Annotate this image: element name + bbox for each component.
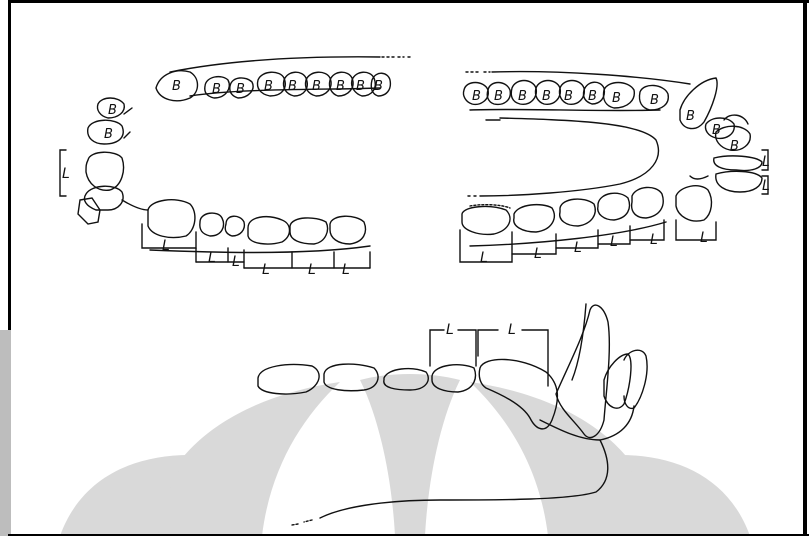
lingual-label: L <box>650 232 658 248</box>
buccal-label: B <box>612 91 621 106</box>
lingual-label: L <box>342 262 350 278</box>
buccal-label: B <box>172 79 181 94</box>
molar-1 <box>148 200 195 238</box>
buccal-label: B <box>650 93 659 108</box>
lingual-label: L <box>262 262 270 278</box>
lingual-label: L <box>534 246 542 262</box>
buccal-label: B <box>108 103 117 118</box>
buccal-label: B <box>356 79 365 94</box>
buccal-label: B <box>472 89 481 104</box>
lingual-label: L <box>446 322 454 338</box>
lingual-label: L <box>308 262 316 278</box>
buccal-label: B <box>730 139 739 154</box>
buccal-label: B <box>288 79 297 94</box>
lingual-label: L <box>574 240 582 256</box>
buccal-label: B <box>712 123 721 138</box>
buccal-label: B <box>312 79 321 94</box>
lingual-label: L <box>208 250 216 266</box>
buccal-label: B <box>264 79 273 94</box>
buccal-label: B <box>212 82 221 97</box>
lingual-label: L <box>762 178 770 194</box>
buccal-label: B <box>542 89 551 104</box>
frame-border-right <box>803 0 807 536</box>
buccal-label: B <box>236 82 245 97</box>
frame-border-top <box>8 0 809 3</box>
lingual-labels-left: L L L L L L L <box>62 166 350 278</box>
buccal-label: B <box>336 79 345 94</box>
lingual-label: L <box>62 166 70 182</box>
buccal-label: B <box>564 89 573 104</box>
buccal-label: B <box>686 109 695 124</box>
lingual-label: L <box>232 254 240 270</box>
buccal-label: B <box>588 89 597 104</box>
lingual-label: L <box>480 250 488 266</box>
buccal-labels-left: B B B B B B B B B B B <box>104 79 383 142</box>
buccal-label: B <box>494 89 503 104</box>
buccal-label: B <box>518 89 527 104</box>
lingual-label: L <box>762 154 770 170</box>
lingual-label: L <box>610 234 618 250</box>
arch-outline-upper <box>170 57 380 72</box>
watermark-logo <box>60 374 750 536</box>
buccal-label: B <box>374 79 383 94</box>
lingual-label: L <box>162 238 170 254</box>
frame-border-left <box>8 0 11 330</box>
lingual-labels-right: L L L L L L L L <box>480 154 770 266</box>
lingual-label: L <box>508 322 516 338</box>
buccal-label: B <box>104 127 113 142</box>
lingual-label: L <box>700 230 708 246</box>
